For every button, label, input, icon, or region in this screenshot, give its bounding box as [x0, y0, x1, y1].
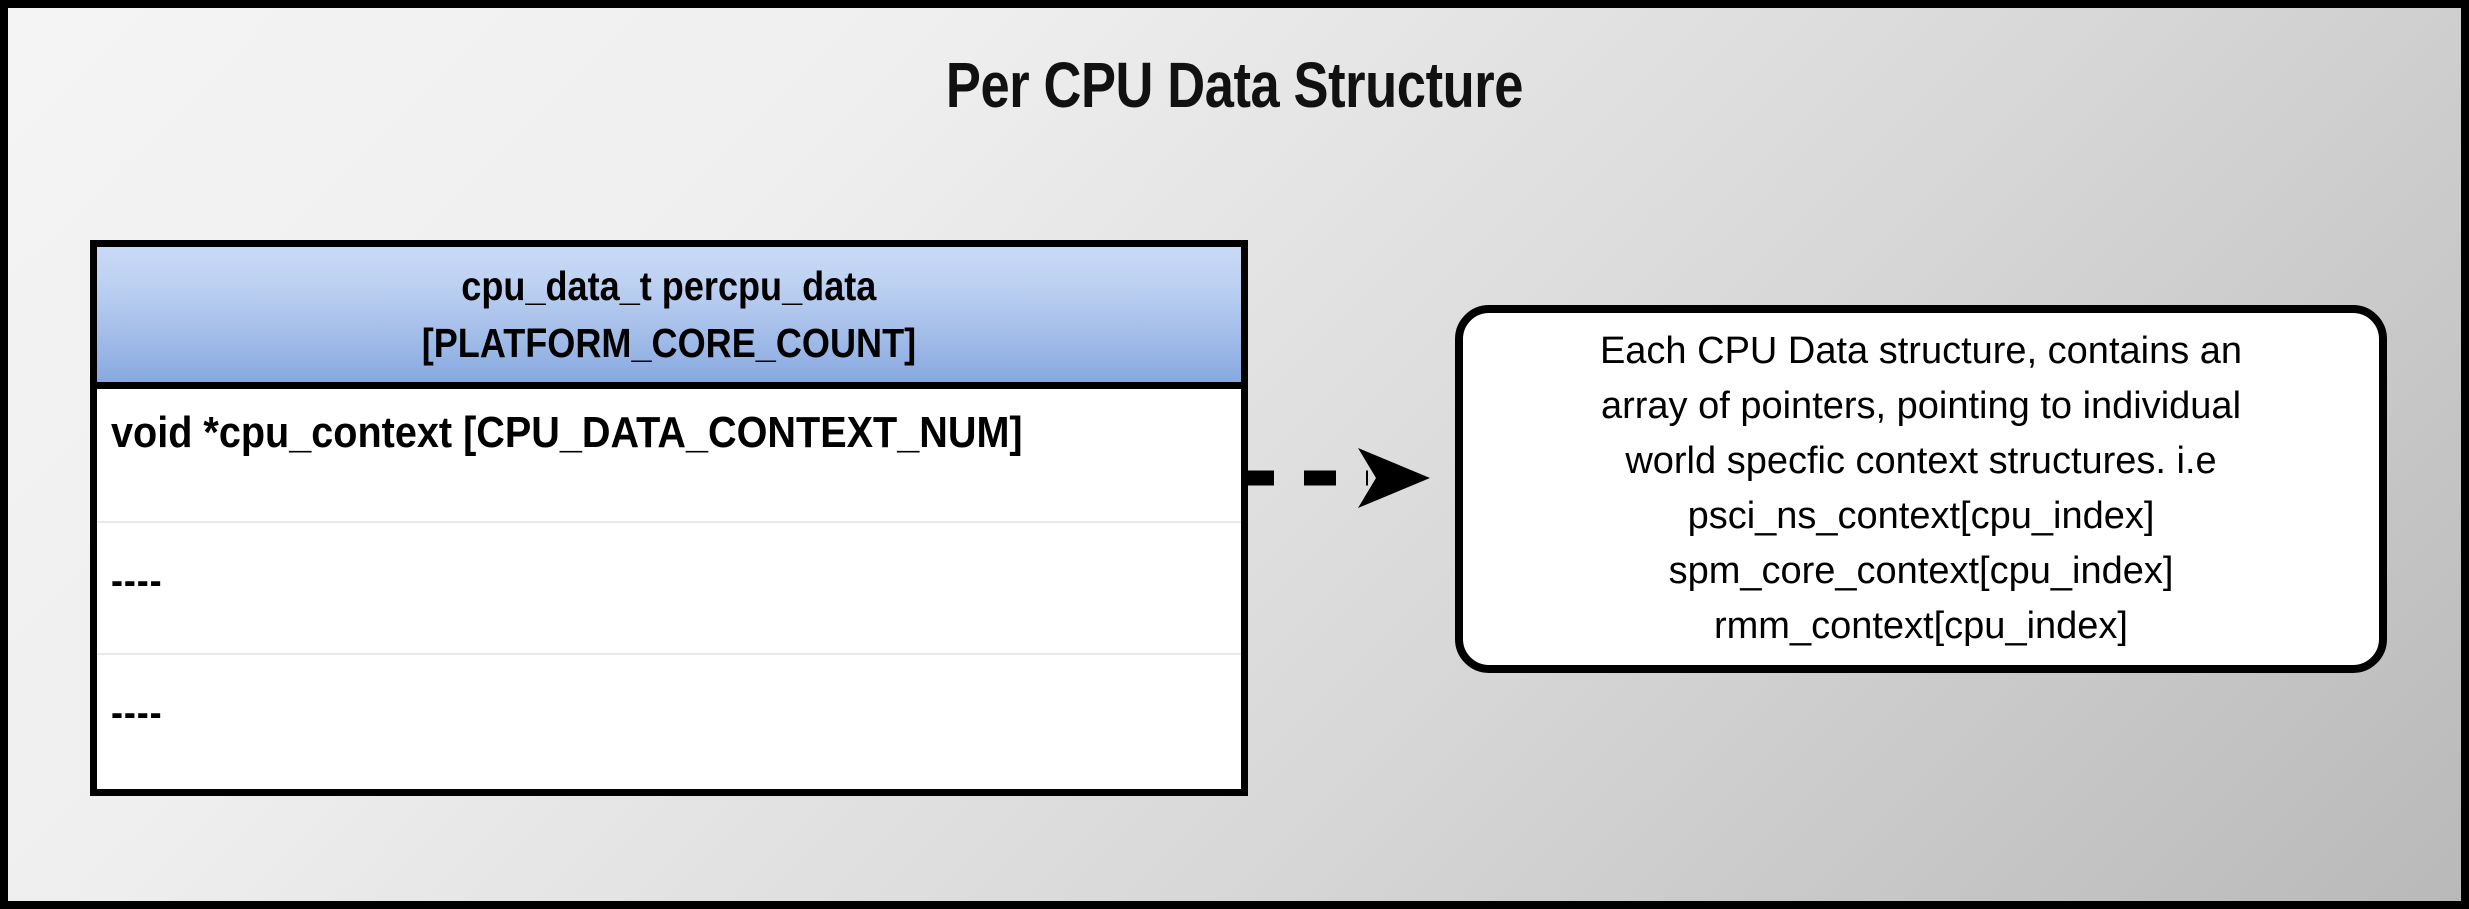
callout-line: spm_core_context[cpu_index] — [1668, 550, 2174, 592]
callout-line: world specfic context structures. i.e — [1625, 440, 2217, 482]
callout-line: rmm_context[cpu_index] — [1714, 605, 2128, 647]
table-row: ---- — [97, 521, 1241, 653]
page-title: Per CPU Data Structure — [945, 49, 1524, 121]
struct-table: cpu_data_t percpu_data [PLATFORM_CORE_CO… — [90, 240, 1248, 796]
dashed-arrow-svg — [1242, 448, 1430, 508]
struct-header-line-1: cpu_data_t percpu_data — [461, 262, 877, 309]
struct-field-placeholder-2: ---- — [111, 691, 163, 735]
callout-note: Each CPU Data structure, contains an arr… — [1455, 305, 2387, 673]
callout-line: array of pointers, pointing to individua… — [1600, 385, 2242, 427]
table-row: void *cpu_context [CPU_DATA_CONTEXT_NUM] — [97, 389, 1241, 521]
struct-table-header: cpu_data_t percpu_data [PLATFORM_CORE_CO… — [97, 247, 1241, 389]
struct-header-line-2: [PLATFORM_CORE_COUNT] — [421, 319, 917, 366]
dashed-arrow-right-icon — [1240, 440, 1440, 516]
arrow-head — [1358, 448, 1430, 508]
struct-table-body: void *cpu_context [CPU_DATA_CONTEXT_NUM]… — [97, 389, 1241, 789]
table-row: ---- — [97, 653, 1241, 785]
struct-field-cpu-context: void *cpu_context [CPU_DATA_CONTEXT_NUM] — [111, 408, 1023, 457]
callout-line: psci_ns_context[cpu_index] — [1687, 495, 2155, 537]
struct-field-placeholder-1: ---- — [111, 559, 163, 603]
callout-line: Each CPU Data structure, contains an — [1599, 330, 2243, 372]
